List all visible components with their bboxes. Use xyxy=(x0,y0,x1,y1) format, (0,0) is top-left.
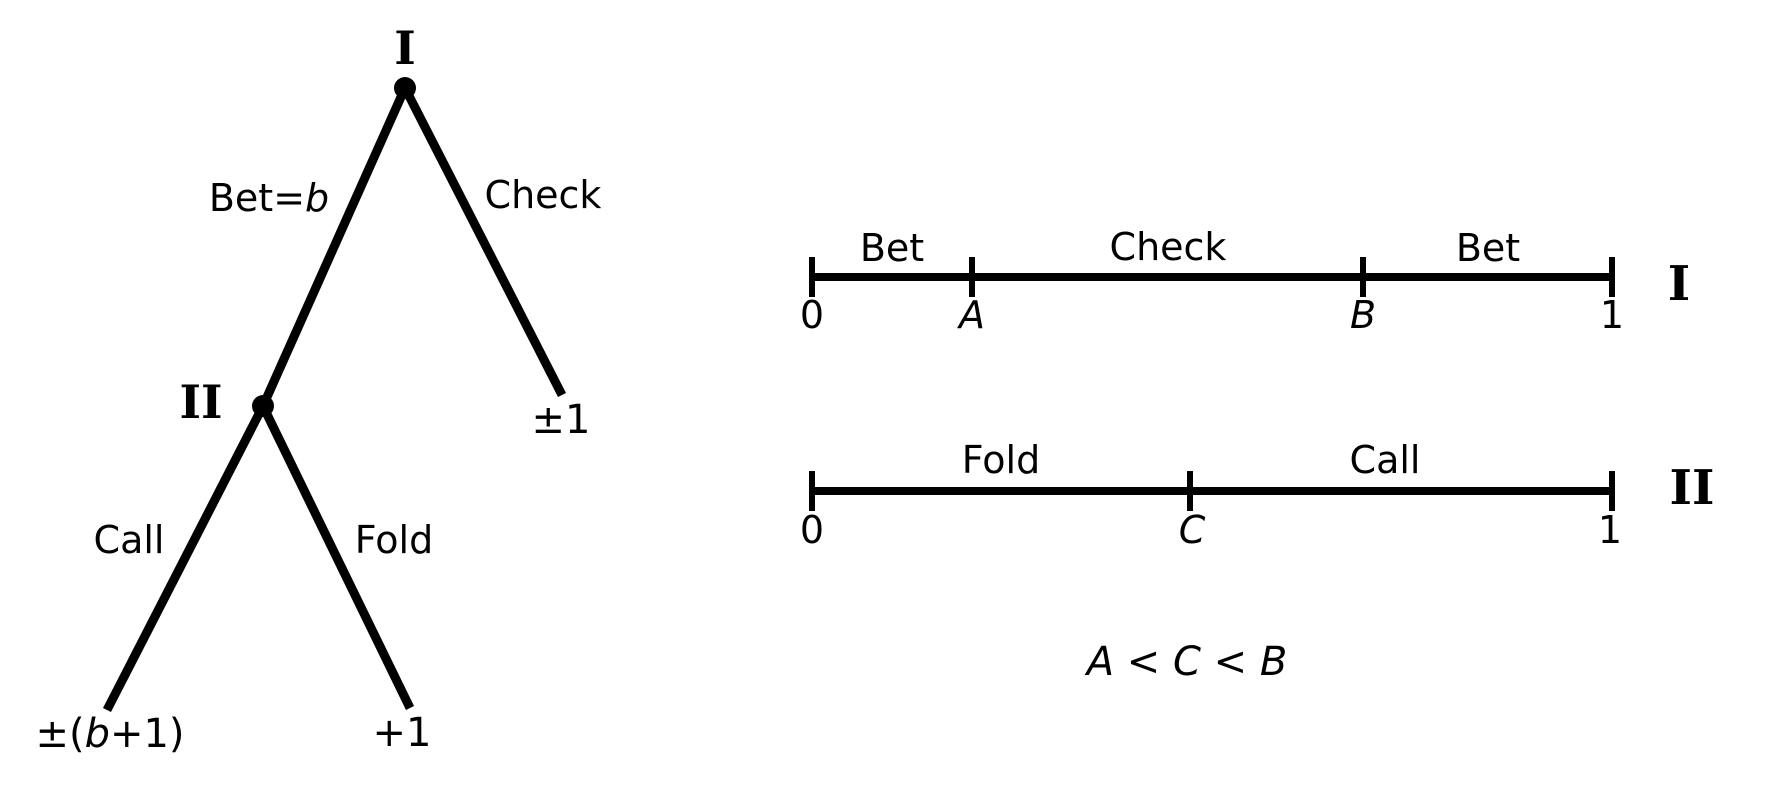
p2-segment-fold: Fold xyxy=(961,438,1041,482)
edge-label-check: Check xyxy=(484,173,602,217)
p1-tick-label-0: 0 xyxy=(799,293,825,337)
tree-player1-label: I xyxy=(394,21,416,75)
p1-segment-bet-low: Bet xyxy=(859,226,925,270)
line-player2-label: II xyxy=(1669,460,1715,516)
p1-segment-check: Check xyxy=(1109,225,1227,269)
p1-tick-label-A: A xyxy=(959,293,985,337)
edge-check xyxy=(400,85,567,398)
edge-label-fold: Fold xyxy=(354,518,434,562)
edge-label-call: Call xyxy=(93,518,165,562)
p2-segment-call: Call xyxy=(1349,438,1421,482)
p1-tick-label-1: 1 xyxy=(1599,293,1625,337)
payoff-bet-call-prefix: ±( xyxy=(35,711,85,757)
ordering-caption: A < C < B xyxy=(1086,639,1288,685)
p1-segment-bet-high: Bet xyxy=(1455,226,1521,270)
p2-tick-label-1: 1 xyxy=(1597,508,1623,552)
edge-call xyxy=(102,403,268,713)
node-player2 xyxy=(252,395,274,417)
node-player1 xyxy=(394,77,416,99)
line-player1-label: I xyxy=(1667,256,1691,312)
payoff-bet-call-variable: b xyxy=(84,711,110,757)
p2-tick-label-0: 0 xyxy=(799,508,825,552)
edge-label-bet: Bet=b xyxy=(209,179,329,217)
payoff-bet-call-suffix: +1) xyxy=(109,711,185,757)
tree-player2-label: II xyxy=(179,375,223,429)
payoff-check: ±1 xyxy=(531,397,591,443)
edge-label-bet-prefix: Bet= xyxy=(208,176,306,220)
edge-label-bet-variable: b xyxy=(305,176,330,220)
p2-tick-label-C: C xyxy=(1178,508,1206,552)
payoff-bet-fold: +1 xyxy=(372,710,432,756)
edge-fold xyxy=(258,404,415,710)
edge-bet xyxy=(258,86,410,408)
p1-tick-label-B: B xyxy=(1349,293,1377,337)
payoff-bet-call: ±(b+1) xyxy=(35,714,184,754)
